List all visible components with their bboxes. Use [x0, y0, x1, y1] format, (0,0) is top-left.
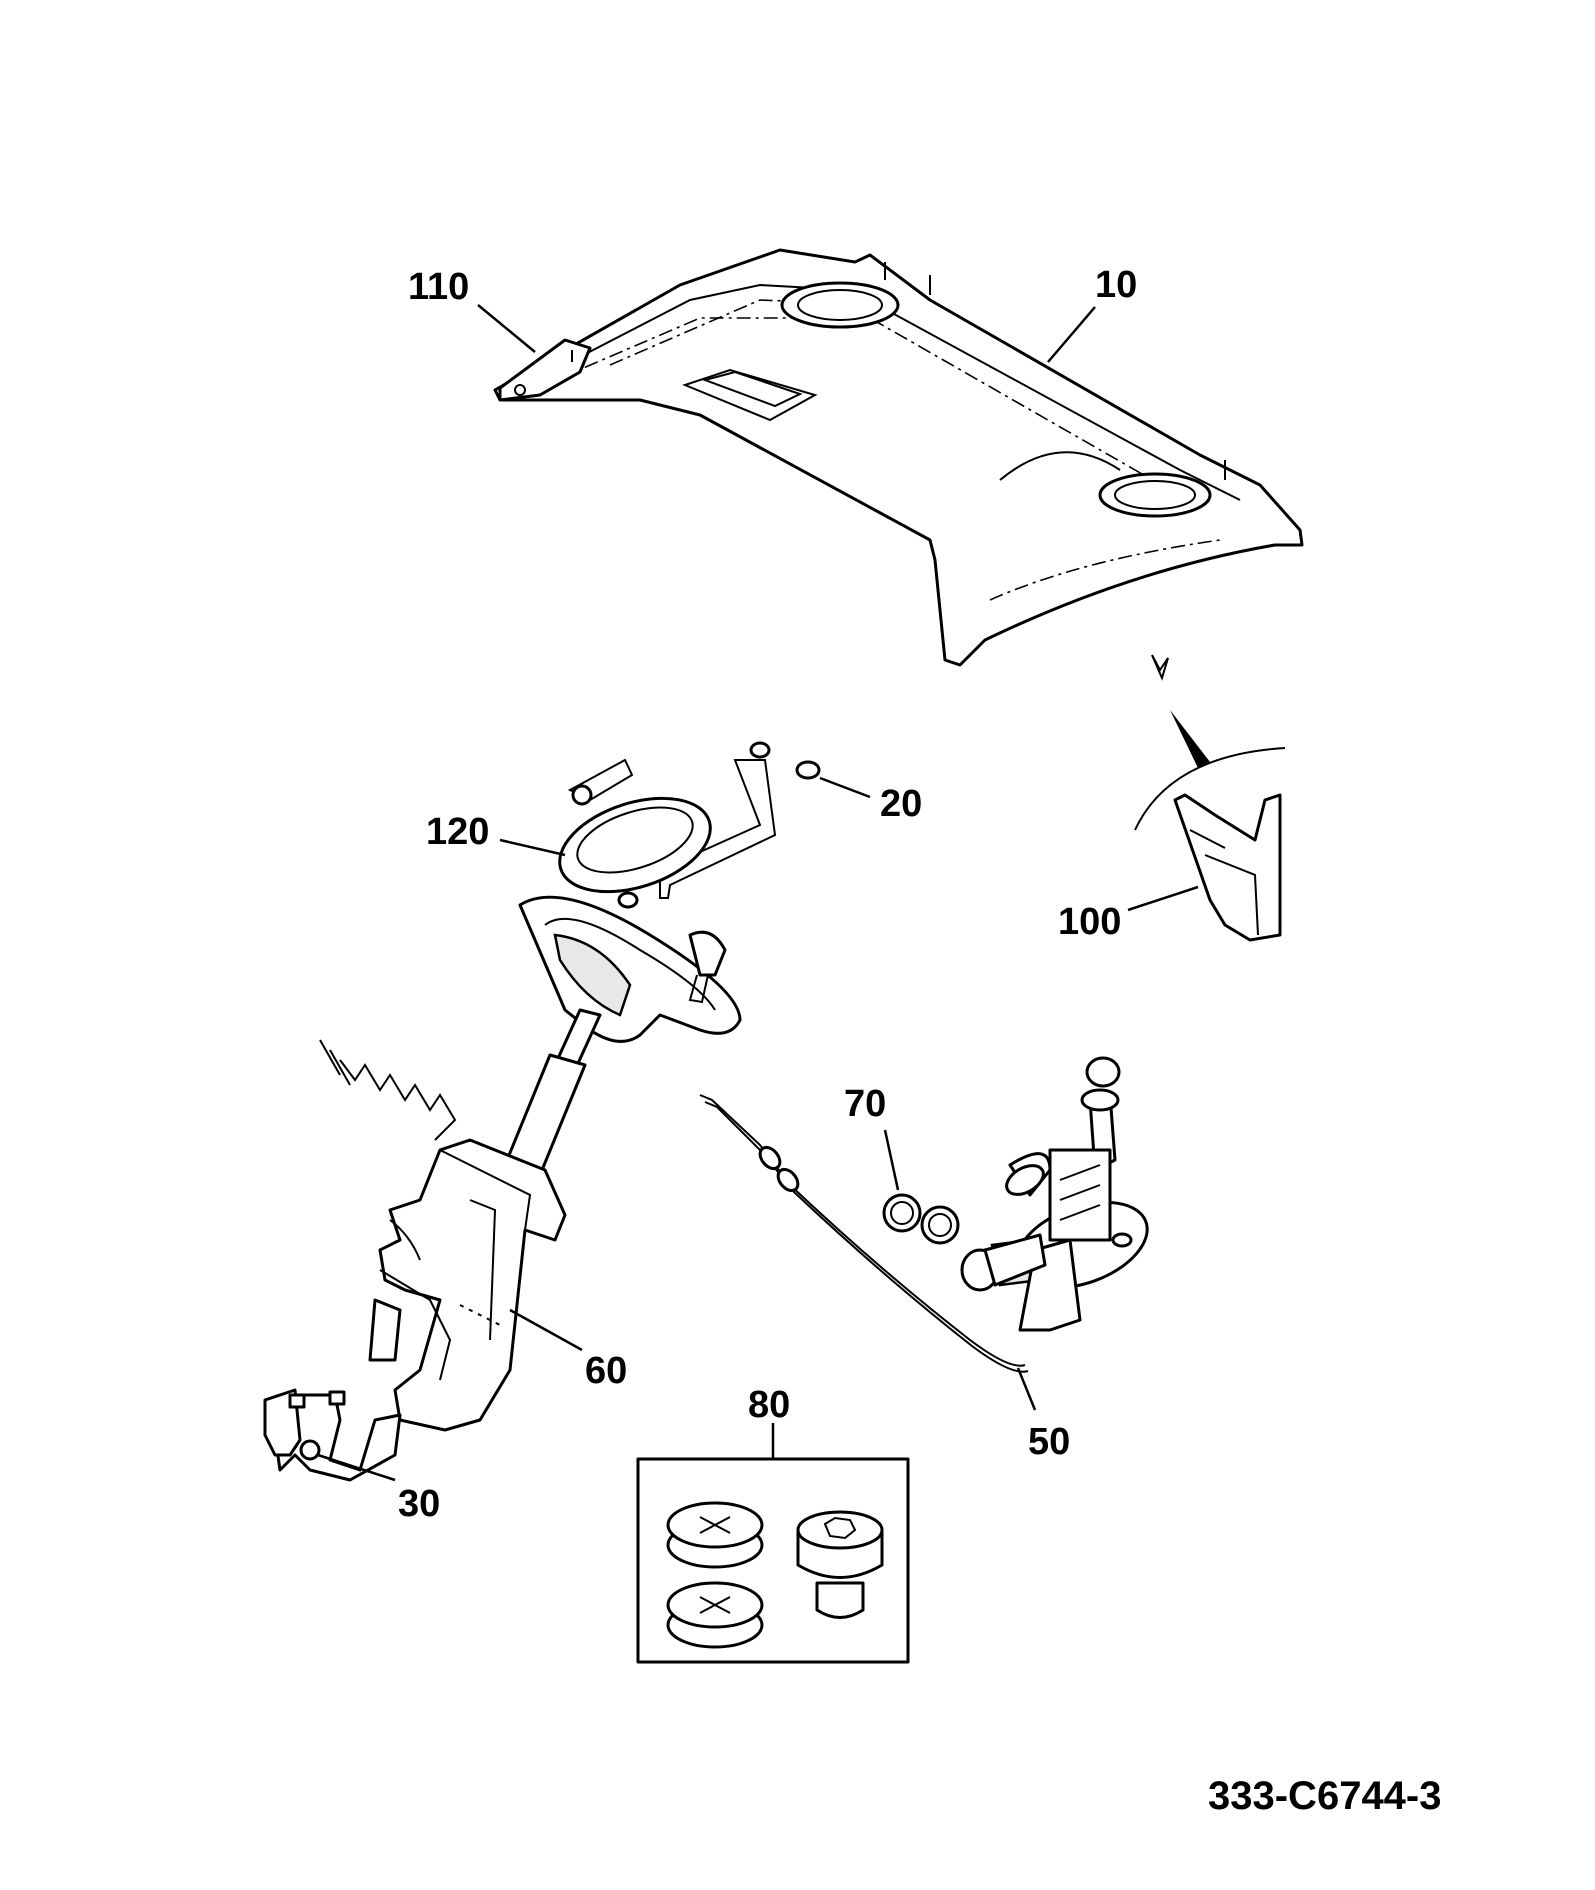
shift-cable-50	[699, 1094, 1029, 1373]
callout-70: 70	[844, 1083, 887, 1125]
drawing-number: 333-C6744-3	[1208, 1774, 1442, 1818]
steering-wheel	[518, 895, 742, 1043]
callout-120: 120	[426, 811, 490, 853]
leader-10	[1047, 306, 1096, 363]
callout-50: 50	[1028, 1421, 1071, 1463]
callout-20: 20	[880, 783, 923, 825]
gear-knob	[688, 930, 727, 1004]
switch-70	[882, 1193, 960, 1245]
callout-80: 80	[748, 1384, 791, 1426]
view-arrow-icon	[1170, 710, 1210, 768]
steering-column-60	[368, 1008, 602, 1432]
leader-120	[499, 838, 566, 857]
leader-70	[883, 1129, 900, 1191]
callout-100: 100	[1058, 901, 1122, 943]
leader-110	[477, 304, 536, 353]
dash-cover-panel	[493, 248, 1304, 667]
control-lever-assembly	[960, 1056, 1149, 1332]
callout-30: 30	[398, 1483, 441, 1525]
callout-110: 110	[408, 266, 470, 308]
pedal-bracket-30	[263, 1388, 402, 1482]
wire-harness	[319, 1039, 457, 1141]
callout-10: 10	[1095, 264, 1138, 306]
nut-20	[617, 741, 821, 909]
leader-60	[509, 1308, 583, 1352]
leader-30	[317, 1453, 396, 1482]
leader-20	[819, 776, 871, 799]
trim-100	[1134, 654, 1286, 942]
leader-50	[1016, 1367, 1037, 1411]
bracket-110	[498, 338, 592, 402]
kit-box-80	[636, 1457, 910, 1664]
callout-60: 60	[585, 1350, 628, 1392]
cover-120	[558, 758, 777, 899]
leader-100	[1127, 885, 1199, 912]
